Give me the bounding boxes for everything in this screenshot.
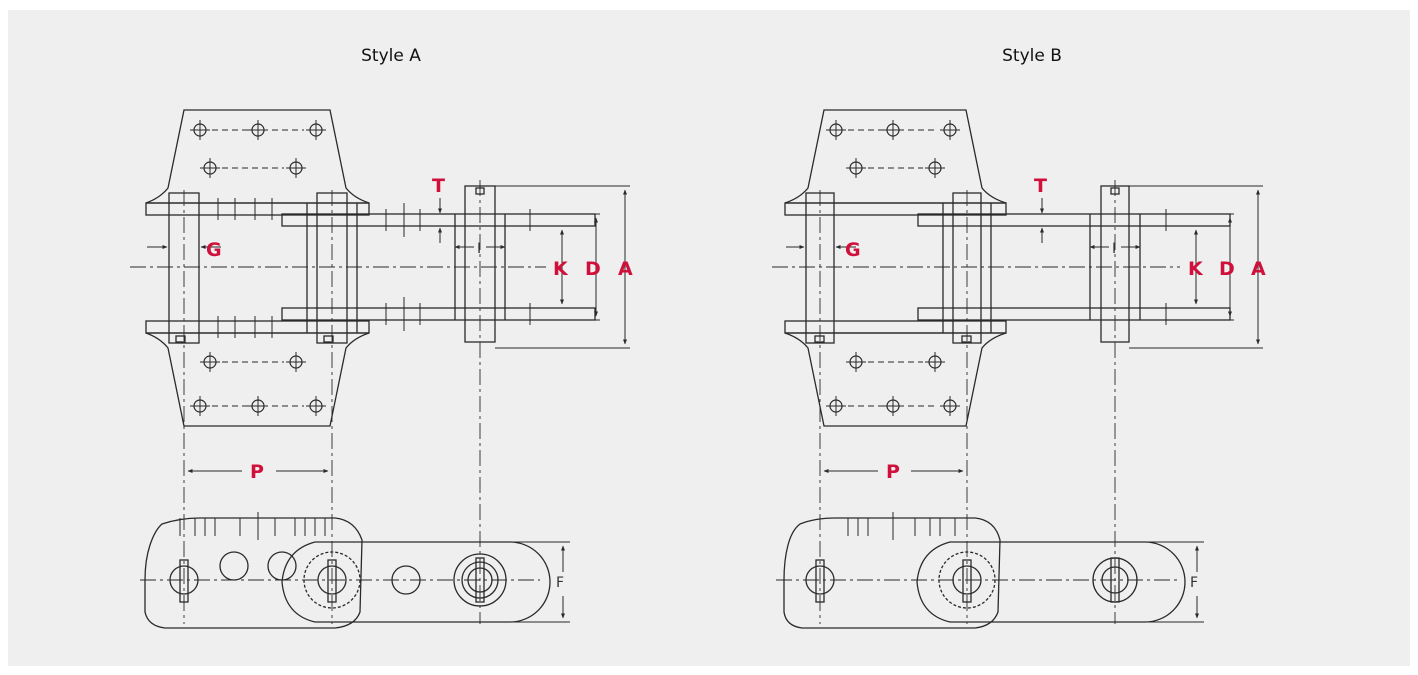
outer-plate-bottom (784, 320, 1007, 334)
label-p-b: P (886, 461, 900, 483)
side-link-inner (916, 541, 1186, 623)
label-i-a: I (477, 241, 481, 257)
inner-plate-bottom (917, 307, 1231, 321)
attachment-plate-bottom (145, 332, 370, 427)
label-k-a: K (553, 258, 569, 280)
attachment-plate-bottom (784, 332, 1007, 427)
attachment-plate-top (145, 109, 370, 204)
label-a-b: A (1251, 258, 1266, 280)
label-t-a: T (432, 175, 445, 197)
outer-plate-bottom (145, 320, 370, 334)
outer-plate-top (784, 202, 1007, 216)
inner-plate-top (917, 213, 1231, 227)
label-i-b: I (1112, 241, 1116, 257)
outer-plate-top (145, 202, 370, 216)
label-f-a: F (556, 575, 564, 591)
side-link-inner (281, 541, 551, 623)
inner-plate-top (281, 213, 596, 227)
label-d-a: D (585, 258, 601, 280)
side-link-outer (783, 517, 1001, 629)
style-a-title: Style A (361, 46, 421, 66)
side-link-outer (144, 517, 363, 629)
side-view-b (783, 512, 1186, 629)
style-a-diagram (130, 109, 630, 629)
label-a-a: A (618, 258, 633, 280)
label-p-a: P (250, 461, 264, 483)
label-g-b: G (845, 239, 861, 261)
label-g-a: G (206, 239, 222, 261)
side-view-a (144, 512, 551, 629)
inner-plate-bottom (281, 307, 596, 321)
attachment-plate-top (784, 109, 1007, 204)
label-t-b: T (1034, 175, 1047, 197)
style-b-title: Style B (1002, 46, 1062, 66)
style-b-diagram (772, 109, 1263, 629)
label-k-b: K (1188, 258, 1204, 280)
label-d-b: D (1219, 258, 1235, 280)
label-f-b: F (1190, 575, 1198, 591)
